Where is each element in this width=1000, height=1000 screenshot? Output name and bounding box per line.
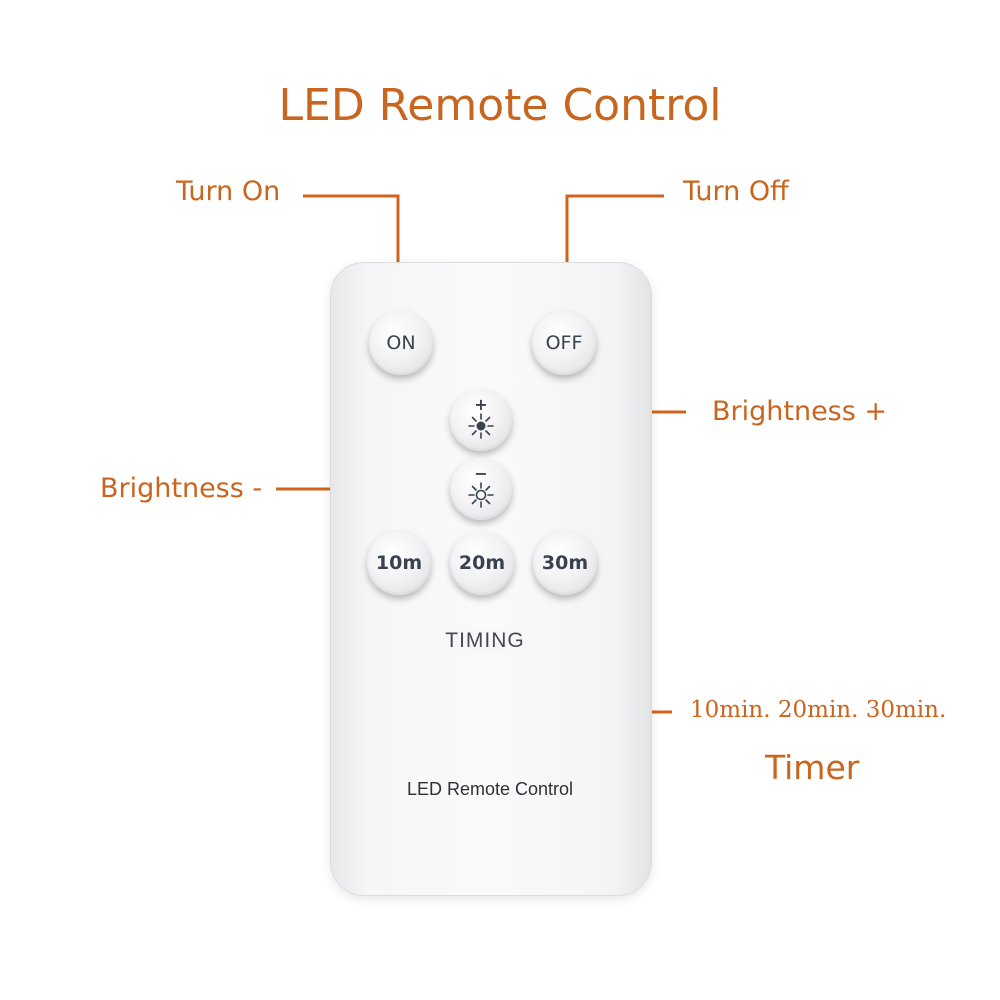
sun-outline-icon <box>467 481 495 509</box>
callout-brightness-minus: Brightness - <box>100 473 263 504</box>
timing-label: TIMING <box>440 629 530 653</box>
plus-sign: + <box>474 395 488 414</box>
callout-brightness-plus: Brightness + <box>712 396 888 427</box>
timer-20m-button[interactable]: 20m <box>450 531 514 595</box>
timer-10m-label: 10m <box>375 552 423 574</box>
brightness-up-button[interactable]: + <box>450 389 512 451</box>
timer-30m-button[interactable]: 30m <box>533 531 597 595</box>
on-button[interactable]: ON <box>369 311 433 375</box>
callout-turn-on: Turn On <box>176 176 281 207</box>
diagram-title: LED Remote Control <box>278 80 722 131</box>
callout-turn-off: Turn Off <box>683 176 789 207</box>
callout-timer: Timer <box>765 748 860 787</box>
off-button-label: OFF <box>545 332 583 354</box>
minus-sign: − <box>474 464 488 483</box>
on-button-label: ON <box>386 332 416 354</box>
timer-10m-button[interactable]: 10m <box>367 531 431 595</box>
timer-30m-label: 30m <box>541 552 589 574</box>
callout-timing-options: 10min. 20min. 30min. <box>690 697 947 723</box>
sun-icon <box>467 412 495 440</box>
timer-20m-label: 20m <box>458 552 506 574</box>
brightness-down-button[interactable]: − <box>450 458 512 520</box>
off-button[interactable]: OFF <box>532 311 596 375</box>
remote-brand-label: LED Remote Control <box>406 779 574 799</box>
